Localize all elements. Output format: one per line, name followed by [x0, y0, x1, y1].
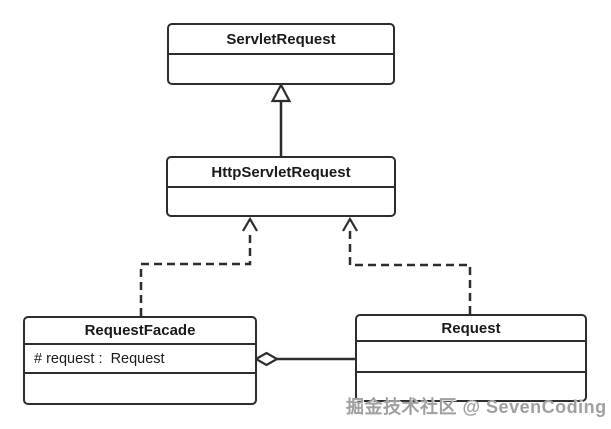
empty-compartment: [25, 374, 255, 403]
open-chevron-arrowhead-left-icon: [242, 216, 258, 232]
class-name-requestfacade: RequestFacade: [25, 318, 255, 345]
empty-compartment: [168, 188, 394, 215]
attribute-request-field: # request : Request: [25, 345, 255, 374]
realization-line-requestfacade-httpservletrequest: [139, 230, 252, 316]
realization-line-request-httpservletrequest: [348, 230, 472, 314]
hollow-diamond-aggregation-icon: [253, 351, 280, 367]
class-name-request: Request: [357, 316, 585, 342]
class-name-servletrequest: ServletRequest: [169, 25, 393, 55]
class-box-request: Request: [355, 314, 587, 402]
empty-compartment: [357, 342, 585, 373]
empty-compartment: [169, 55, 393, 83]
hollow-triangle-arrowhead-icon: [270, 82, 292, 103]
class-box-servletrequest: ServletRequest: [167, 23, 395, 85]
watermark-text: 掘金技术社区 @ SevenCoding: [346, 397, 607, 417]
class-box-httpservletrequest: HttpServletRequest: [166, 156, 396, 217]
class-name-httpservletrequest: HttpServletRequest: [168, 158, 394, 188]
class-box-requestfacade: RequestFacade # request : Request: [23, 316, 257, 405]
open-chevron-arrowhead-right-icon: [342, 216, 358, 232]
